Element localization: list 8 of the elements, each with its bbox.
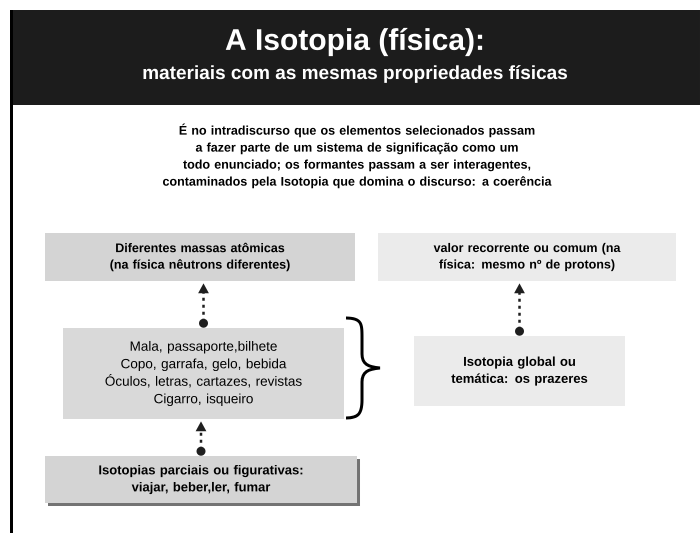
subtitle: materiais com as mesmas propriedades físicas <box>143 65 567 83</box>
text-box: Isotopia global ou temática: os prazeres <box>414 336 625 406</box>
text-box: Mala, passaporte,bilhete Copo, garrafa, gelo, bebida Óculos, letras, cartazes, revistas Cigarro, isqueiro <box>63 328 344 419</box>
intro-paragraph: É no intradiscurso que os elementos selecionados passam a fazer parte de um sistema de significação como um todo enunciado; os formantes passam a ser interagentes, contaminados pela Isotopia que domina o discurso: a coerência <box>163 124 552 188</box>
title: A Isotopia (física): <box>226 28 482 56</box>
text-box: Diferentes massas atômicas (na física nêutrons diferentes) <box>45 233 355 281</box>
text-box: valor recorrente ou comum (na física: mesmo nº de protons) <box>378 233 676 281</box>
text-box: Isotopias parciais ou figurativas: viajar, beber,ler, fumar <box>45 456 360 506</box>
